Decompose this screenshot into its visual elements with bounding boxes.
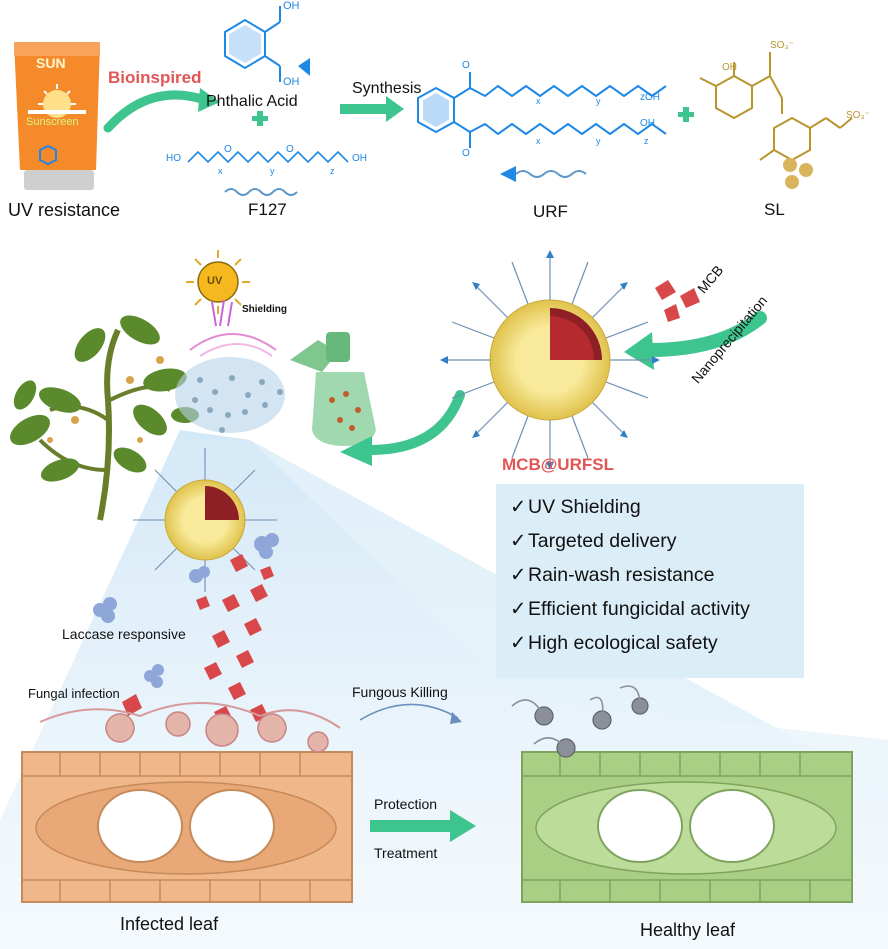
laccase-label: Laccase responsive [62,626,186,642]
f127-chain [187,150,349,164]
fungous-killing-arrow [359,703,459,721]
urf-o-top: O [462,60,470,71]
sl-so3-top: SO₃⁻ [770,40,794,51]
check-icon: ✓ [510,530,527,552]
check-icon: ✓ [510,598,527,620]
f127-x: x [218,166,223,176]
f127-oh: OH [352,153,367,164]
benefit-item: ✓Rain-wash resistance [496,558,804,592]
f127-y: y [270,166,275,176]
benefit-item: ✓UV Shielding [496,490,804,524]
sl-particles [783,158,813,189]
protection-arrow [370,820,452,832]
tomato-plant-icon [10,315,199,521]
urf-oh-2: OH [640,118,655,129]
synthesis-label: Synthesis [352,80,422,97]
treatment-label: Treatment [374,845,438,861]
mcb-crystal-icon [655,280,700,322]
f127-label: F127 [248,200,287,219]
phthalic-acid-label: Phthalic Acid [206,93,298,110]
hyphae [39,702,341,729]
protection-label: Protection [374,796,438,812]
urf-x1: x [536,96,541,106]
urf-y1: y [596,96,601,106]
phthalic-acid-structure [224,6,281,82]
bioinspired-arrow [103,90,210,133]
healthy-leaf-label: Healthy leaf [640,920,736,940]
chem-oh-top: OH [283,0,300,12]
plus-icon [252,111,268,126]
benefit-text: High ecological safety [528,632,718,654]
chem-oh-bottom: OH [283,76,300,88]
urf-z2: z [644,136,649,146]
fungal-infection-label: Fungal infection [28,686,120,701]
fungus-spore-icon [105,711,329,753]
urf-x2: x [536,136,541,146]
uv-resistance-label: UV resistance [8,200,121,220]
shielding-arc [189,333,277,351]
infected-leaf-tissue [21,751,353,903]
benefit-text: UV Shielding [528,496,641,518]
bioinspired-label: Bioinspired [108,68,202,87]
urf-wave [515,170,587,178]
urf-structure [417,72,667,148]
urf-y2: y [596,136,601,146]
micelle-nanoparticle-icon [133,448,277,592]
check-icon: ✓ [510,632,527,654]
nanoprecipitation-arrow [643,311,767,357]
f127-ho: HO [166,153,181,164]
sunscreen-tube-icon [14,42,100,190]
benefit-text: Targeted delivery [528,530,677,552]
product-label: MCB@URFSL [502,455,614,474]
benefit-item: ✓Targeted delivery [496,524,804,558]
uv-badge: UV [207,275,223,287]
urf-zoh-1: zOH [640,92,660,103]
urf-label: URF [533,202,568,221]
sl-structure [699,52,853,162]
urf-o-bottom: O [462,148,470,159]
dead-hyphae [511,685,641,749]
sunscreen-label: Sunscreen [26,116,79,128]
benefits-panel: ✓UV Shielding ✓Targeted delivery ✓Rain-w… [496,484,804,678]
benefit-text: Efficient fungicidal activity [528,598,750,620]
uv-sun-icon [186,250,250,314]
sun-label: SUN [36,55,66,71]
spray-droplets [192,375,283,433]
shielding-label: Shielding [242,304,287,315]
infected-leaf-label: Infected leaf [120,914,219,934]
benefit-item: ✓High ecological safety [496,626,804,660]
plus-icon [678,107,694,122]
sl-label: SL [764,200,785,219]
benefit-item: ✓Efficient fungicidal activity [496,592,804,626]
micelle-nanoparticle-icon [440,250,660,470]
synthesis-arrow [340,104,388,114]
sl-so3-right: SO₃⁻ [846,110,870,121]
laccase-enzyme-icon [93,533,279,688]
apply-arrow [365,390,465,455]
spray-mist [175,357,285,433]
f127-o2: O [286,144,294,155]
f127-o1: O [224,144,232,155]
benefit-text: Rain-wash resistance [528,564,715,586]
check-icon: ✓ [510,564,527,586]
healthy-leaf-tissue [521,751,853,903]
spray-bottle-icon [290,332,376,446]
fungous-killing-label: Fungous Killing [352,684,448,700]
uv-rays [211,299,233,327]
f127-wave [224,188,298,196]
sl-oh: OH [722,62,737,73]
f127-z: z [330,166,335,176]
check-icon: ✓ [510,496,527,518]
